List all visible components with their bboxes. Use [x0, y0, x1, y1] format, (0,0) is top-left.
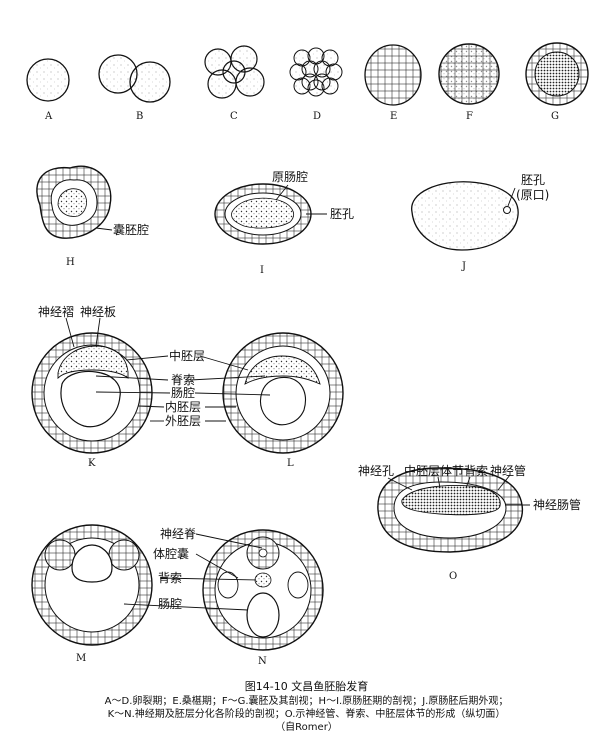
stage-letter-f: F — [466, 111, 473, 122]
label-neural-fold: 神经褶 — [38, 305, 75, 319]
label-blastopore-j: 胚孔 — [521, 173, 546, 187]
stage-o-longitudinal-section — [377, 467, 530, 553]
label-notochord-o: 背索 — [464, 464, 489, 478]
label-blastopore-j-sub: (原口) — [516, 188, 550, 202]
stage-c-four-cell — [204, 45, 265, 99]
stage-letter-c: C — [230, 111, 238, 122]
stage-letter-o: O — [449, 571, 458, 582]
label-blastocoel: 囊胚腔 — [113, 223, 150, 237]
caption-source: （自Romer） — [275, 722, 338, 733]
stage-letter-e: E — [390, 111, 398, 122]
stage-f-blastula — [438, 43, 500, 105]
label-somite-o: 中胚层体节 — [404, 464, 465, 478]
stage-letter-j: J — [462, 261, 467, 272]
label-mesoderm: 中胚层 — [169, 349, 206, 363]
stage-letter-b: B — [136, 111, 144, 122]
stage-letter-i: I — [260, 265, 264, 276]
stage-e-morula — [364, 44, 422, 106]
stage-d-cleavage — [289, 47, 343, 97]
label-gut-k: 肠腔 — [171, 386, 196, 400]
stage-letter-n: N — [258, 656, 267, 667]
stage-letter-k: K — [88, 458, 96, 469]
stage-h-gastrula-section — [36, 165, 113, 239]
stage-b-two-cell — [98, 54, 171, 103]
label-ectoderm: 外胚层 — [165, 414, 202, 428]
stage-letter-m: M — [76, 653, 87, 664]
figure-title: 图14-10 文昌鱼胚胎发育 — [244, 680, 369, 693]
stage-letter-l: L — [287, 458, 294, 469]
stage-m-section — [31, 524, 153, 646]
stage-n-section — [202, 529, 324, 651]
label-neural-tube-o: 神经管 — [490, 464, 527, 478]
label-gut-n: 肠腔 — [158, 597, 183, 611]
stage-a-egg — [26, 58, 70, 102]
stage-letter-g: G — [551, 111, 559, 122]
stage-i-gastrula-section — [214, 183, 327, 245]
label-neuropore: 神经孔 — [358, 464, 395, 478]
label-blastopore-i: 胚孔 — [330, 207, 355, 221]
caption-line-2: K～N.神经期及胚层分化各阶段的剖视；O.示神经管、脊索、中胚层体节的形成（纵切… — [107, 709, 506, 720]
stage-letter-d: D — [313, 111, 322, 122]
label-notochord-k: 脊索 — [171, 373, 196, 387]
label-leader-lines — [65, 317, 511, 611]
stage-j-late-gastrula — [411, 181, 519, 251]
label-notochord-n: 背索 — [158, 571, 183, 585]
caption-line-1: A～D.卵裂期；E.桑椹期；F～G.囊胚及其剖视；H～I.原肠胚期的剖视；J.原… — [104, 696, 509, 707]
stage-l-neurula-section — [222, 332, 344, 454]
label-archenteron: 原肠腔 — [272, 170, 309, 184]
stage-g-blastula-section — [525, 42, 589, 106]
stage-k-neurula-section — [31, 332, 153, 454]
label-neurenteric-canal: 神经肠管 — [533, 498, 582, 512]
label-neural-plate: 神经板 — [80, 305, 117, 319]
label-neural-tube-n: 神经脊 — [160, 527, 197, 541]
stage-letter-h: H — [66, 257, 75, 268]
label-endoderm: 内胚层 — [165, 400, 202, 414]
label-coelom: 体腔囊 — [153, 547, 190, 561]
stage-letter-a: A — [45, 111, 53, 122]
